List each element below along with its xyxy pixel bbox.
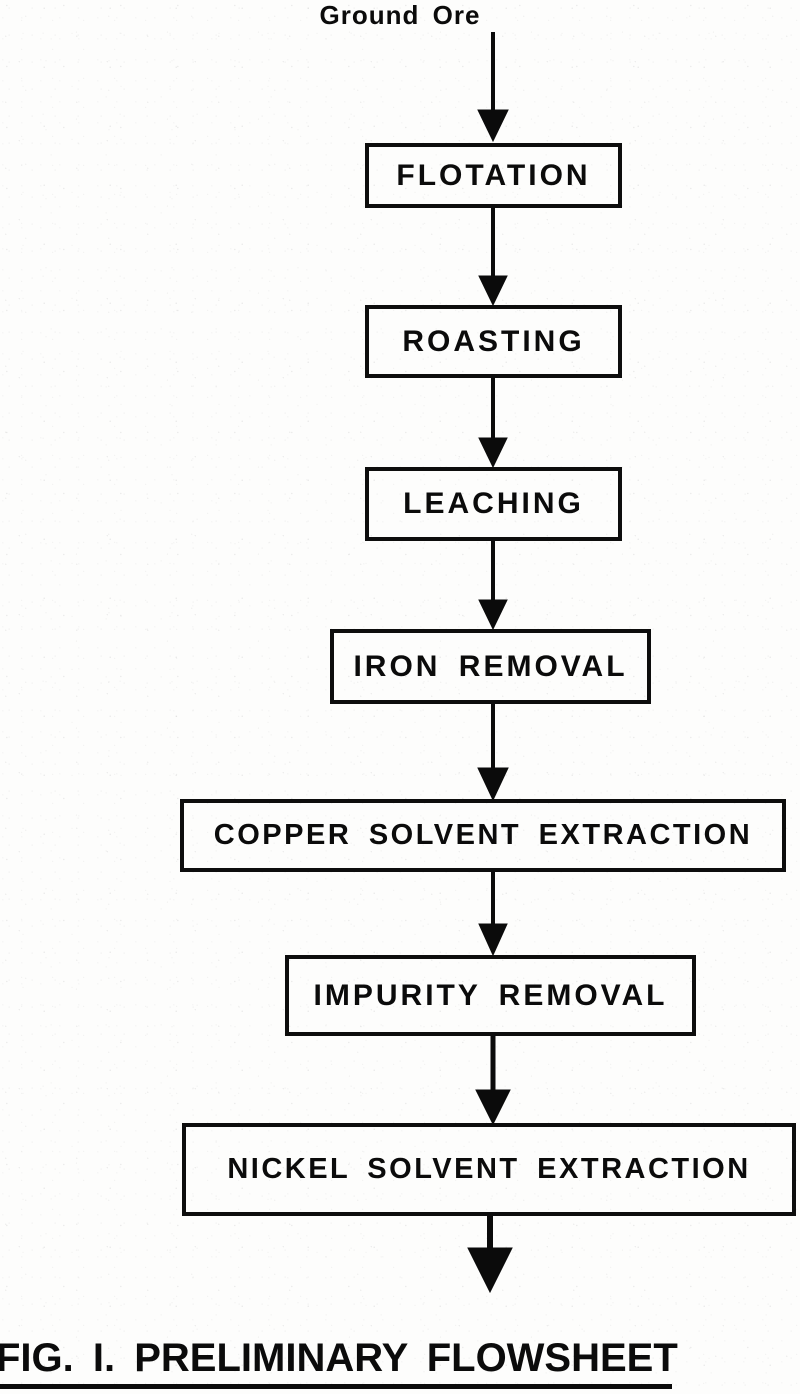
- process-node-leaching[interactable]: LEACHING: [365, 467, 622, 541]
- process-node-label: COPPER SOLVENT EXTRACTION: [213, 819, 753, 851]
- process-node-label: IRON REMOVAL: [353, 649, 628, 683]
- input-label-ground-ore: Ground Ore: [319, 0, 481, 30]
- process-node-copper-solvent-extraction[interactable]: COPPER SOLVENT EXTRACTION: [180, 799, 786, 872]
- process-node-roasting[interactable]: ROASTING: [365, 305, 622, 378]
- process-node-flotation[interactable]: FLOTATION: [365, 143, 622, 208]
- figure-caption-underline: [0, 1384, 672, 1389]
- process-node-label: IMPURITY REMOVAL: [313, 978, 668, 1012]
- process-node-label: NICKEL SOLVENT EXTRACTION: [227, 1153, 751, 1185]
- process-node-label: LEACHING: [403, 487, 584, 520]
- process-node-label: FLOTATION: [396, 158, 591, 192]
- process-node-label: ROASTING: [402, 324, 585, 358]
- process-node-impurity-removal[interactable]: IMPURITY REMOVAL: [285, 955, 696, 1036]
- process-node-nickel-solvent-extraction[interactable]: NICKEL SOLVENT EXTRACTION: [182, 1123, 796, 1216]
- figure-caption: FIG. I. PRELIMINARY FLOWSHEET: [0, 1336, 678, 1380]
- process-node-iron-removal[interactable]: IRON REMOVAL: [330, 629, 651, 704]
